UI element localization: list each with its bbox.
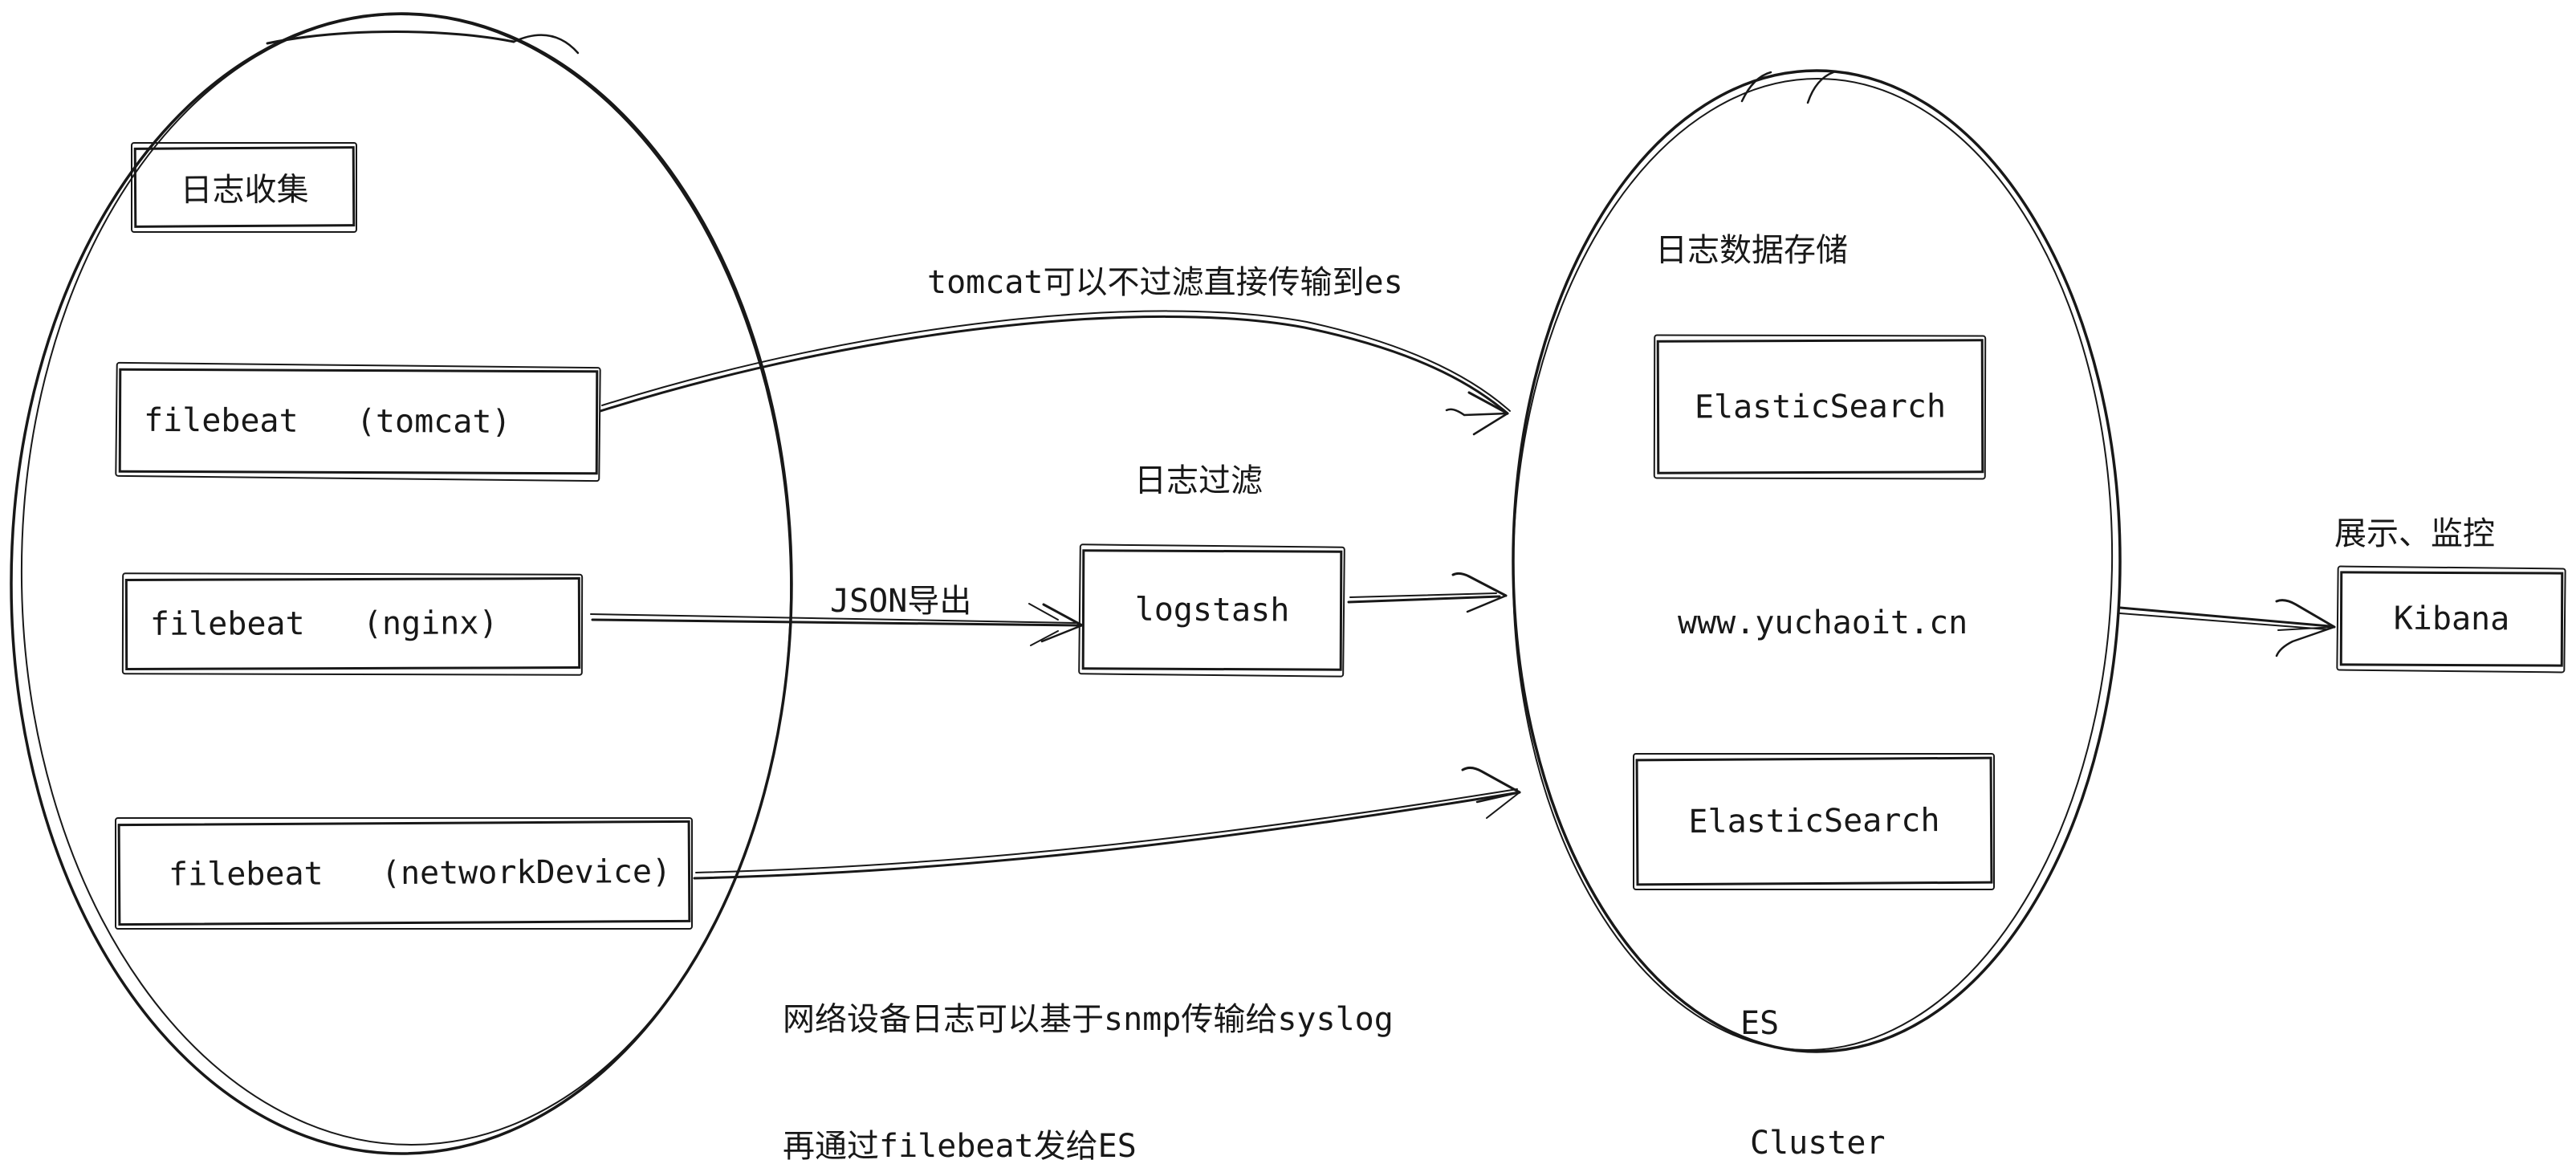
filebeat-network-device-label: filebeat (networkDevice) bbox=[168, 853, 672, 893]
log-collection-ellipse bbox=[10, 12, 793, 1155]
kibana-label: Kibana bbox=[2393, 600, 2510, 638]
arrow-nginx-to-logstash bbox=[590, 603, 1084, 646]
node-kibana: Kibana bbox=[2339, 571, 2564, 667]
arrow-logstash-to-es bbox=[1347, 572, 1508, 613]
filebeat-nginx-label: filebeat (nginx) bbox=[149, 604, 499, 643]
arrow-network-to-es bbox=[693, 766, 1521, 880]
filebeat-tomcat-label: filebeat (tomcat) bbox=[143, 401, 511, 441]
log-collection-title: 日志收集 bbox=[180, 171, 309, 210]
display-title: 展示、监控 bbox=[2334, 515, 2495, 552]
storage-ellipse bbox=[1512, 69, 2122, 1053]
filter-title: 日志过滤 bbox=[1134, 462, 1263, 499]
storage-site-text: www.yuchaoit.cn bbox=[1678, 604, 1968, 641]
storage-title: 日志数据存储 bbox=[1655, 232, 1848, 269]
annotation-snmp-line2: 再通过filebeat发给ES bbox=[783, 1128, 1137, 1160]
es-cluster-label: ES Cluster bbox=[1740, 927, 1886, 1160]
arrow-tomcat-to-es bbox=[599, 310, 1511, 436]
annotation-snmp: 网络设备日志可以基于snmp传输给syslog 再通过filebeat发给ES bbox=[783, 923, 1394, 1160]
annotation-tomcat-direct: tomcat可以不过滤直接传输到es bbox=[927, 264, 1403, 301]
log-collection-title-box: 日志收集 bbox=[133, 146, 356, 228]
logstash-label: logstash bbox=[1134, 591, 1290, 629]
annotation-snmp-line1: 网络设备日志可以基于snmp传输给syslog bbox=[783, 1001, 1394, 1038]
node-elasticsearch-top: ElasticSearch bbox=[1656, 339, 1984, 474]
elasticsearch-top-label: ElasticSearch bbox=[1694, 387, 1947, 426]
arrow-es-to-kibana bbox=[2118, 599, 2336, 657]
node-filebeat-network-device: filebeat (networkDevice) bbox=[117, 820, 691, 926]
node-logstash: logstash bbox=[1081, 549, 1343, 671]
es-cluster-line1: ES bbox=[1740, 1005, 1780, 1042]
es-cluster-line2: Cluster bbox=[1750, 1125, 1886, 1160]
annotation-json-export: JSON导出 bbox=[830, 583, 972, 620]
elasticsearch-bottom-label: ElasticSearch bbox=[1688, 802, 1940, 840]
node-elasticsearch-bottom: ElasticSearch bbox=[1635, 756, 1993, 886]
node-filebeat-nginx: filebeat (nginx) bbox=[124, 577, 581, 670]
node-filebeat-tomcat: filebeat (tomcat) bbox=[118, 368, 599, 475]
